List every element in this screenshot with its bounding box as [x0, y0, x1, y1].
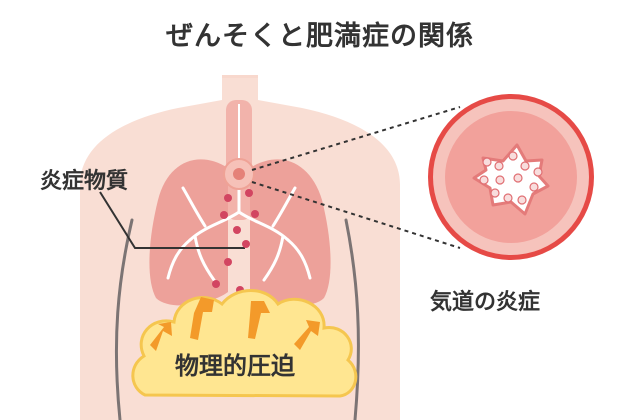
left-waist-outline — [114, 218, 134, 420]
right-waist-outline — [344, 218, 360, 420]
airway-highlight-core — [233, 168, 245, 180]
arrow-up-icon — [150, 322, 172, 351]
inflammation-dot-icon — [224, 194, 232, 202]
inflammation-dot-icon — [220, 211, 228, 219]
inflammatory-substances-connector — [99, 191, 245, 249]
inflammation-dot-icon — [251, 210, 259, 218]
label-physical-pressure: 物理的圧迫 — [175, 352, 295, 380]
inflammation-dot-icon — [224, 258, 232, 266]
fat-mass — [131, 289, 358, 398]
airway-inflammation-cells — [479, 151, 543, 205]
pressure-arrows — [150, 297, 320, 351]
inflammation-dot-icon — [212, 280, 220, 288]
arrow-up-icon — [190, 297, 214, 340]
arrow-up-icon — [248, 301, 270, 339]
label-airway-inflammation: 気道の炎症 — [430, 290, 541, 315]
bronchi — [166, 186, 312, 282]
arrow-up-icon — [294, 320, 320, 350]
inflammation-dot-icon — [242, 240, 250, 248]
diagram-title: ぜんそくと肥満症の関係 — [166, 21, 474, 52]
inflammation-dot-icon — [233, 226, 241, 234]
inflammation-dot-icon — [245, 189, 253, 197]
label-inflammatory-substances: 炎症物質 — [40, 169, 129, 194]
